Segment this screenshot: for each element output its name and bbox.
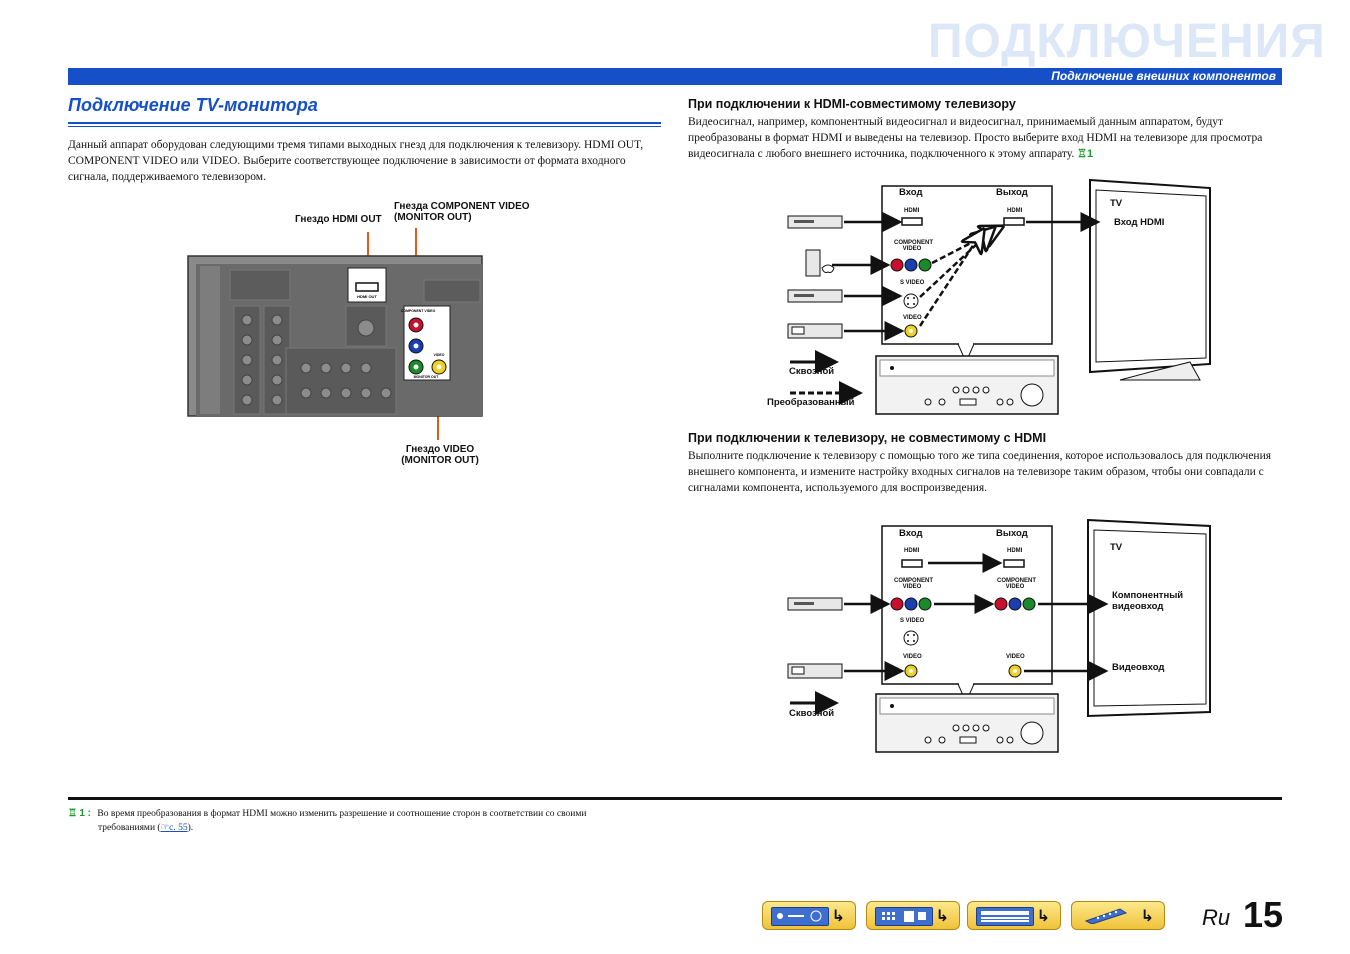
hdmi-out-jack-label: HDMI OUT — [357, 294, 377, 299]
diagram2-tv-video-label: Видеовход — [1112, 662, 1165, 673]
footnote: ♖ 1 : Во время преобразования в формат H… — [68, 807, 678, 835]
nav-arrow-icon: ↳ — [831, 906, 845, 925]
remote-icon — [1080, 907, 1136, 925]
diagram2-component-out-line2: VIDEO — [1005, 584, 1025, 590]
component-jack-label: COMPONENT VIDEO — [401, 309, 436, 313]
footnote-text-2: требованиями ( — [98, 823, 161, 833]
diagram2-component-out-line1: COMPONENT — [997, 578, 1036, 584]
monitor-out-label: MONITOR OUT — [414, 375, 440, 379]
hdmi-in-jack — [901, 217, 923, 226]
source-device-dvd-2 — [787, 597, 843, 611]
diagram1-hdmi-out-label: HDMI — [1007, 208, 1023, 214]
diagram1-tv-label: TV — [1110, 198, 1123, 209]
tip-reference[interactable]: ♖1 — [1077, 148, 1093, 160]
nav-remote-button[interactable]: ↳ — [1071, 901, 1165, 930]
source-device-vcr2 — [787, 323, 843, 339]
receiver-front — [875, 355, 1059, 415]
diagram2-component-in-label: COMPONENT VIDEO — [894, 578, 933, 590]
footnote-text-3: ). — [187, 823, 194, 833]
label-video-line1: Гнездо VIDEO — [405, 444, 475, 455]
diagram1-component-line2: VIDEO — [902, 246, 922, 252]
nonhdmi-diagram — [787, 518, 1211, 753]
intro-text: Данный аппарат оборудован следующими тре… — [68, 139, 644, 183]
section-bar: Подключение внешних компонентов — [68, 68, 1282, 85]
source-device-dvd — [787, 215, 843, 229]
diagram2-tv-label: TV — [1110, 542, 1123, 553]
label-component-line2: (MONITOR OUT) — [394, 212, 472, 223]
label-video-line2: (MONITOR OUT) — [401, 455, 479, 466]
diagram2-video-in-label: VIDEO — [903, 654, 922, 660]
nav-front-panel-button[interactable]: ↳ — [762, 901, 856, 930]
nonhdmi-section-heading: При подключении к телевизору, не совмест… — [688, 431, 1047, 445]
diagram1-out-label: Выход — [996, 187, 1028, 198]
section-title: Подключение TV-монитора — [68, 95, 318, 115]
section-bar-label: Подключение внешних компонентов — [1051, 69, 1276, 83]
diagram2-hdmi-out-label: HDMI — [1007, 548, 1023, 554]
display-icon — [976, 907, 1034, 926]
footnote-rule — [68, 797, 1282, 800]
front-panel-icon — [771, 907, 829, 926]
diagram2-svideo-label: S VIDEO — [900, 618, 925, 624]
hdmi-section-text: Видеосигнал, например, компонентный виде… — [688, 114, 1278, 162]
hdmi-conversion-diagram — [787, 178, 1211, 415]
video-jack-label: VIDEO — [434, 353, 445, 357]
svideo-jack — [903, 293, 919, 309]
legend-converted-label: Преобразованный — [767, 397, 855, 408]
rear-panel-illustration: HDMI OUT COMPONENT VIDEO VIDEO MONITOR O… — [187, 228, 483, 440]
diagram2-tv-component-label: Компонентный видеовход — [1112, 590, 1183, 612]
diagram2-in-label: Вход — [899, 528, 923, 539]
source-device-vcr-2 — [787, 663, 843, 679]
diagram1-svideo-label: S VIDEO — [900, 280, 925, 286]
legend-through-label: Сквозной — [789, 366, 835, 377]
hdmi-out-jack — [1003, 217, 1025, 226]
nav-arrow-icon: ↳ — [1140, 906, 1154, 925]
diagram2-tv-component-line1: Компонентный — [1112, 590, 1184, 601]
title-rule-thin — [68, 126, 661, 127]
tip-reference-number: 1 — [1087, 148, 1094, 160]
label-component-line1: Гнезда COMPONENT VIDEO — [394, 201, 530, 212]
footnote-tip-icon: ♖ — [68, 808, 77, 819]
page-number: 15 — [1243, 894, 1284, 935]
footnote-marker: 1 : — [79, 808, 92, 819]
title-rule — [68, 122, 661, 124]
tip-icon: ♖ — [1077, 148, 1088, 160]
receiver-front-2 — [875, 693, 1059, 753]
label-video-out: Гнездо VIDEO (MONITOR OUT) — [398, 444, 482, 466]
page-ref-link[interactable]: ☞с. 55 — [161, 823, 188, 833]
diagram1-hdmi-in-label: HDMI — [904, 208, 920, 214]
nav-rear-panel-button[interactable]: ↳ — [866, 901, 960, 930]
hdmi-section-paragraph: Видеосигнал, например, компонентный виде… — [688, 116, 1263, 160]
diagram1-video-label: VIDEO — [903, 315, 922, 321]
page-ref-icon: ☞ — [160, 823, 170, 833]
diagram2-video-out-label: VIDEO — [1006, 654, 1025, 660]
source-device-vcr — [787, 289, 843, 303]
tv-illustration — [1089, 178, 1211, 381]
footnote-text-1: Во время преобразования в формат HDMI мо… — [97, 809, 587, 819]
hdmi-out-jack — [355, 282, 379, 292]
diagram2-hdmi-in-label: HDMI — [904, 548, 920, 554]
label-hdmi-out: Гнездо HDMI OUT — [295, 214, 382, 225]
rear-panel-icon — [875, 907, 933, 926]
tv-illustration-2 — [1087, 518, 1211, 718]
nav-arrow-icon: ↳ — [935, 906, 949, 925]
diagram1-component-line1: COMPONENT — [894, 240, 933, 246]
source-device-game — [805, 249, 835, 277]
hdmi-section-heading: При подключении к HDMI-совместимому теле… — [688, 97, 1016, 111]
nav-arrow-icon: ↳ — [1036, 906, 1050, 925]
chapter-title: ПОДКЛЮЧЕНИЯ — [928, 15, 1326, 68]
label-component-video: Гнезда COMPONENT VIDEO (MONITOR OUT) — [394, 201, 530, 223]
diagram2-component-in-line2: VIDEO — [902, 584, 922, 590]
page-ref-link-label: с. 55 — [169, 823, 188, 833]
diagram2-component-in-line1: COMPONENT — [894, 578, 933, 584]
diagram1-in-label: Вход — [899, 187, 923, 198]
page-language: Ru — [1202, 905, 1231, 930]
nonhdmi-section-text: Выполните подключение к телевизору с пом… — [688, 450, 1272, 494]
diagram1-tv-input-label: Вход HDMI — [1114, 217, 1165, 228]
nav-display-button[interactable]: ↳ — [967, 901, 1061, 930]
legend-through-label-2: Сквозной — [789, 708, 835, 719]
diagram2-component-out-label: COMPONENT VIDEO — [997, 578, 1036, 590]
diagram1-component-label: COMPONENT VIDEO — [894, 240, 933, 252]
diagram2-out-label: Выход — [996, 528, 1028, 539]
diagram2-tv-component-line2: видеовход — [1112, 601, 1164, 612]
